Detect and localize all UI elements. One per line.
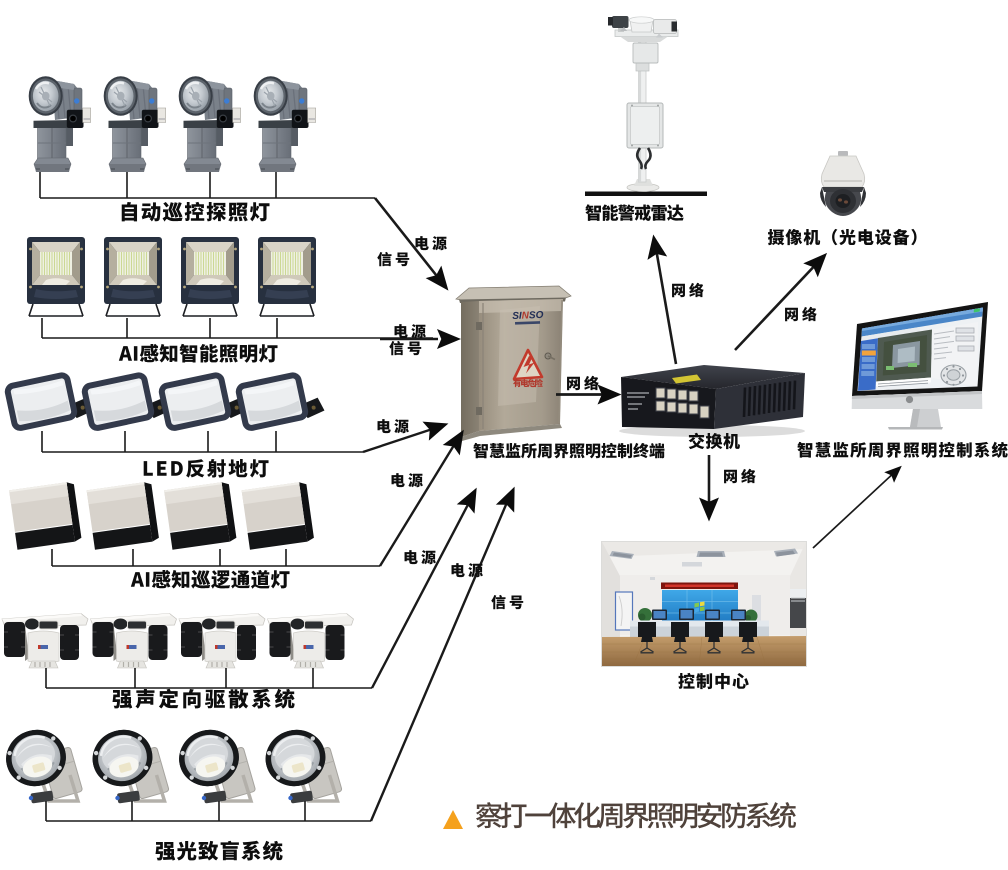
svg-text:SINSO: SINSO [512, 310, 544, 322]
